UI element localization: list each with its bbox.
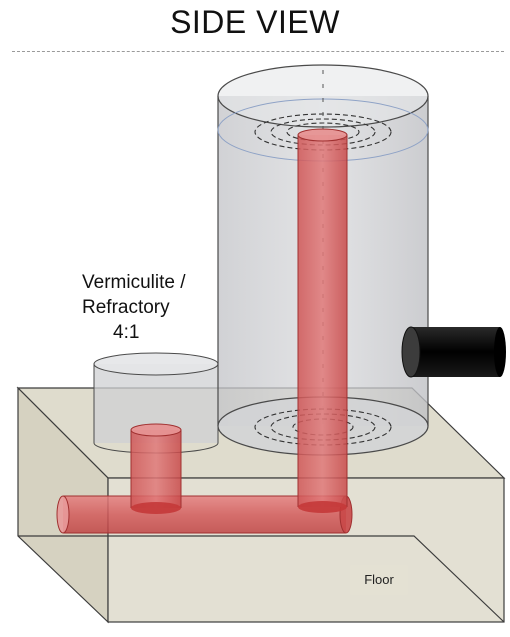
annotation-line-2: Refractory <box>82 297 170 318</box>
title-divider <box>12 51 504 52</box>
short-pipe-top-opening <box>130 423 182 437</box>
page-title: SIDE VIEW <box>170 4 340 40</box>
vermiculite-cylinder-top <box>93 352 219 376</box>
barrel-top-rim <box>217 64 429 128</box>
floor-label: Floor <box>350 565 408 595</box>
annotation-line-3: 4:1 <box>113 322 140 343</box>
outlet-pipe <box>401 326 506 378</box>
horizontal-pipe-opening <box>56 495 70 534</box>
outlet-pipe-mouth <box>401 326 421 378</box>
annotation-line-1: Vermiculite / <box>82 272 186 293</box>
short-vertical-red-pipe <box>130 423 182 514</box>
tall-pipe-top-opening <box>297 128 348 142</box>
floor-level-line <box>18 535 505 623</box>
tall-vertical-red-pipe <box>297 128 348 513</box>
vermiculite-cylinder <box>93 352 219 454</box>
